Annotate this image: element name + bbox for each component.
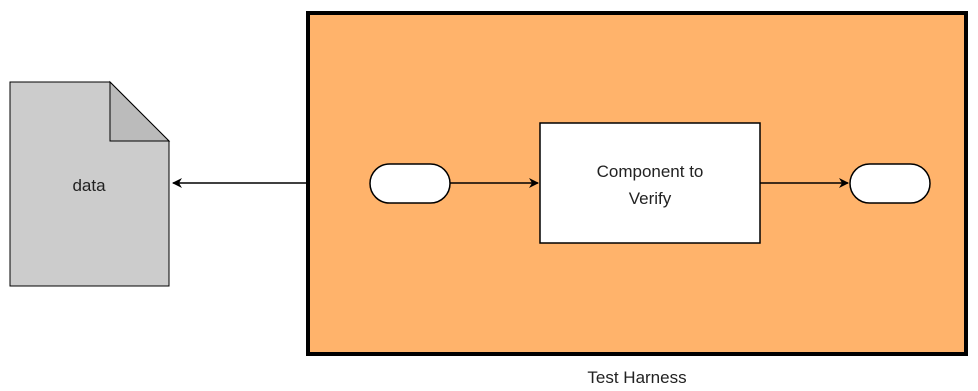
test-harness-label: Test Harness [587,368,686,387]
input-terminator [369,163,451,204]
output-terminator [849,163,931,204]
component-label-line1: Component to [597,162,704,181]
component-box: Component to Verify [539,122,761,244]
data-document: data [9,80,171,287]
data-document-fold [109,80,171,142]
component-label-line2: Verify [629,189,672,208]
data-document-label: data [72,176,106,195]
